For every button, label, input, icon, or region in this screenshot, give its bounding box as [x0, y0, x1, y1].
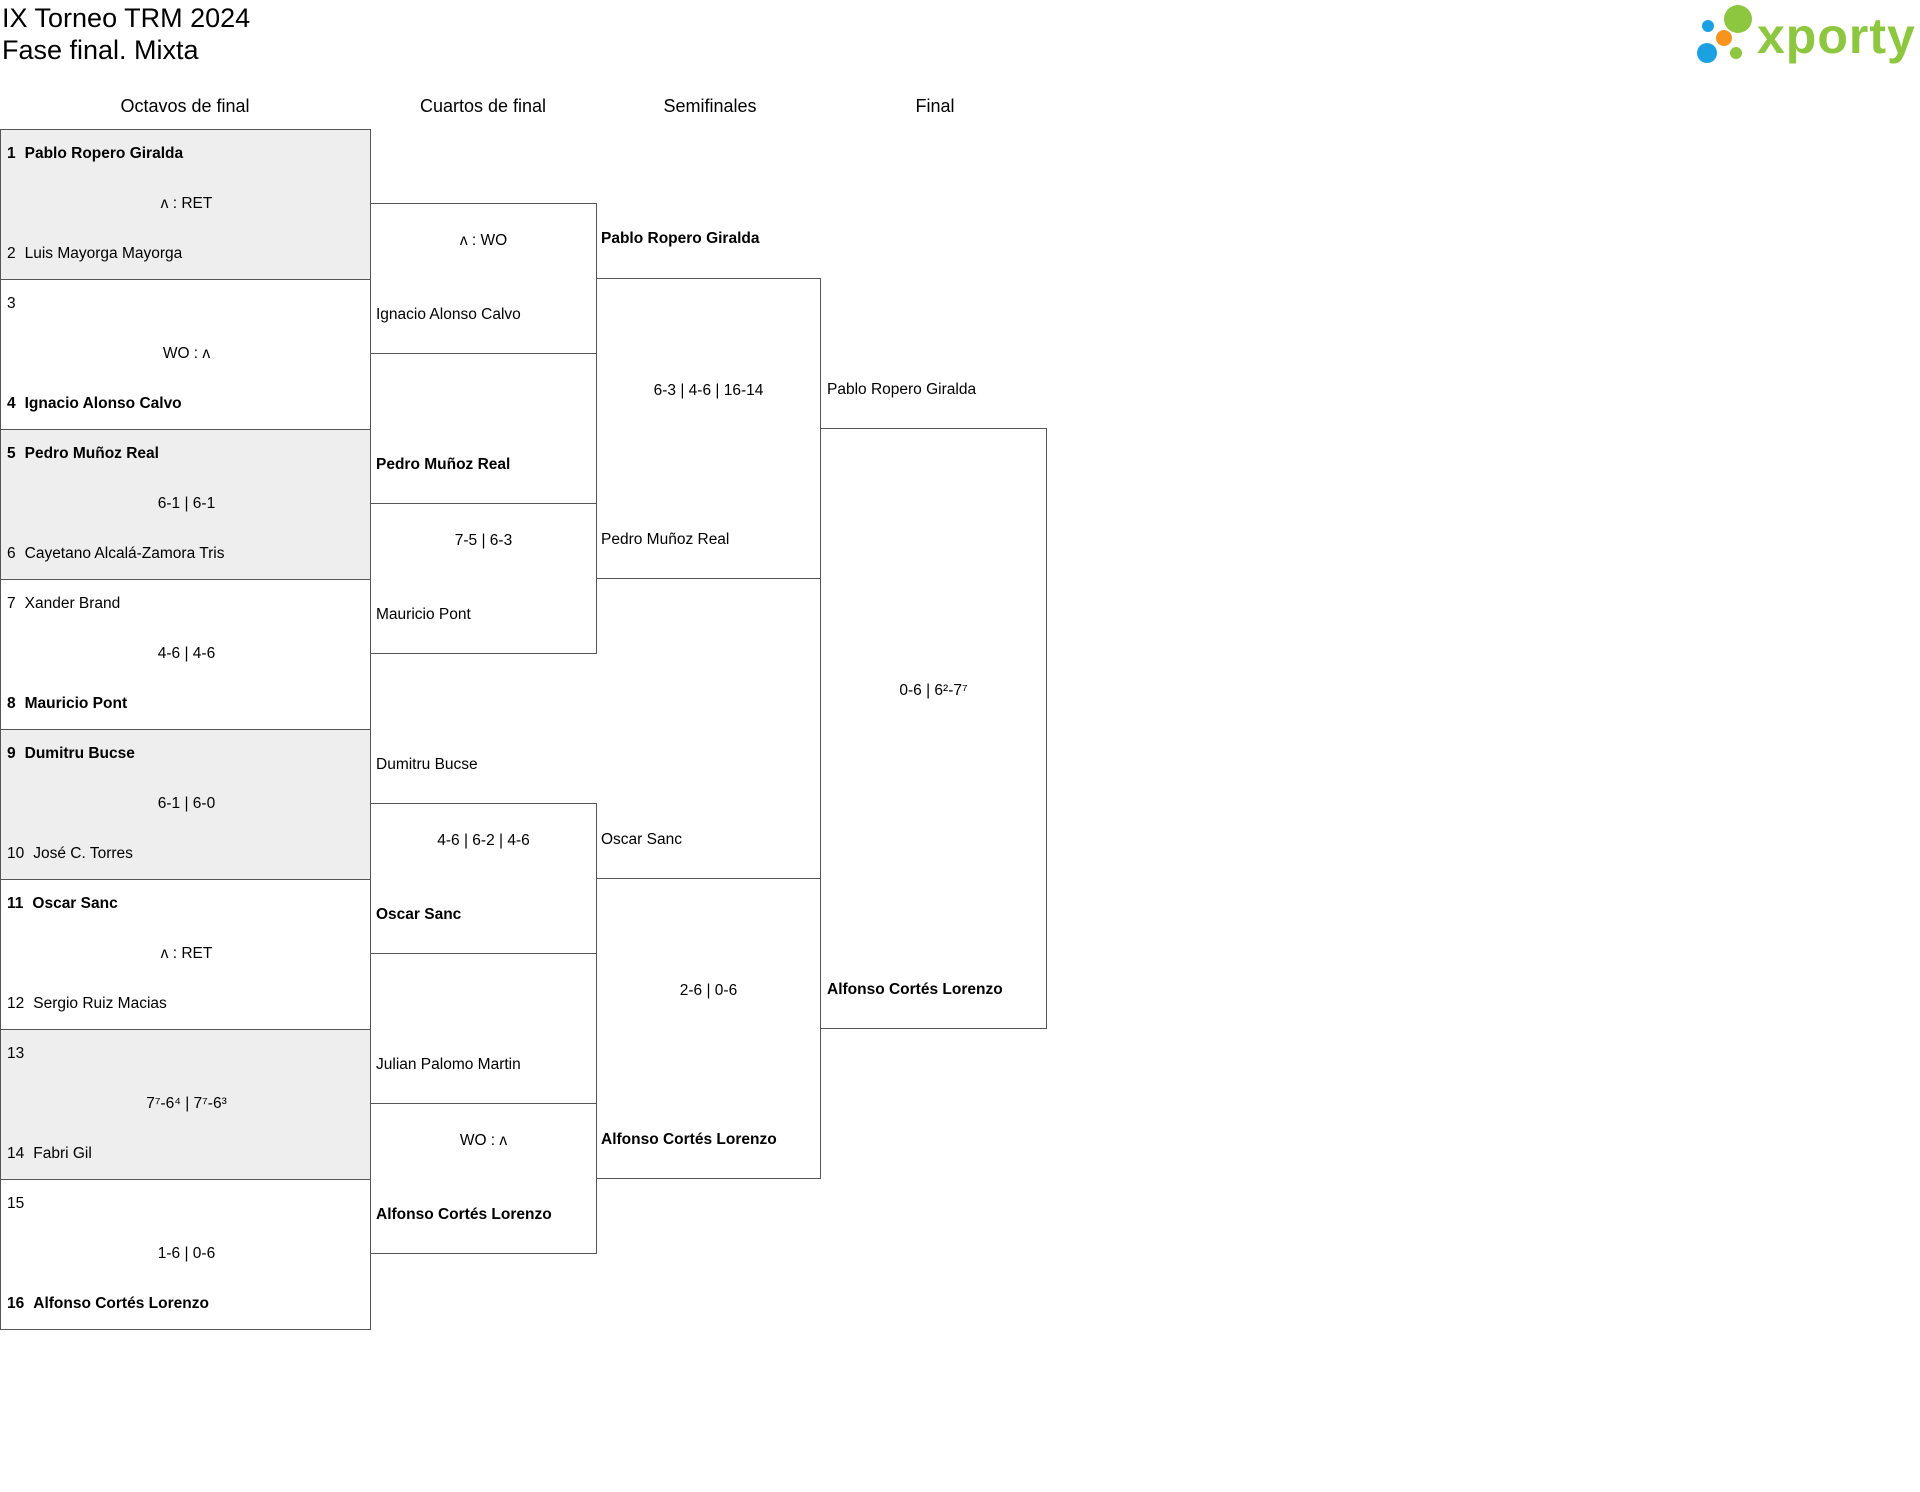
qf-m4-top[interactable]: Julian Palomo Martin — [376, 1056, 521, 1073]
final-score: 0-6 | 6²-7⁷ — [899, 682, 968, 699]
xporty-logo: xporty — [1695, 4, 1920, 68]
qf-m3-score: 4-6 | 6-2 | 4-6 — [437, 832, 530, 849]
sf-m1-score: 6-3 | 4-6 | 16-14 — [653, 382, 764, 399]
xporty-logo-icon — [1697, 5, 1752, 63]
sf-m2-top[interactable]: Oscar Sanc — [601, 831, 682, 848]
qf-m1-top[interactable]: Pablo Ropero Giralda — [601, 230, 760, 247]
r16-m8-score: 1-6 | 0-6 — [157, 1245, 216, 1262]
r16-m8-top[interactable]: 15 — [7, 1195, 25, 1212]
r16-m7-top[interactable]: 13 — [7, 1045, 25, 1062]
r16-m1-score: ᴧ : RET — [160, 195, 213, 212]
qf-match-1-connector — [370, 203, 597, 354]
round-title-qf: Cuartos de final — [419, 96, 547, 116]
qf-m1-bottom[interactable]: Ignacio Alonso Calvo — [376, 306, 521, 323]
r16-m3-score: 6-1 | 6-1 — [157, 495, 216, 512]
r16-m2-score: WO : ᴧ — [162, 345, 211, 362]
final-top[interactable]: Pablo Ropero Giralda — [827, 381, 977, 398]
r16-m2-top[interactable]: 3 — [7, 295, 16, 312]
sf-m1-bottom[interactable]: Pedro Muñoz Real — [601, 531, 730, 548]
qf-match-4-connector — [370, 1103, 597, 1254]
final-bottom[interactable]: Alfonso Cortés Lorenzo — [827, 981, 1003, 998]
qf-m2-score: 7-5 | 6-3 — [454, 532, 513, 549]
logo-wordmark: xporty — [1757, 8, 1916, 64]
sf-m2-bottom[interactable]: Alfonso Cortés Lorenzo — [601, 1131, 777, 1148]
r16-m4-score: 4-6 | 4-6 — [157, 645, 216, 662]
qf-m4-bottom[interactable]: Alfonso Cortés Lorenzo — [376, 1206, 552, 1223]
qf-m2-bottom[interactable]: Mauricio Pont — [376, 606, 471, 623]
sf-match-2-connector — [596, 878, 821, 1179]
round-title-final: Final — [915, 96, 955, 116]
sf-m2-score: 2-6 | 0-6 — [679, 982, 738, 999]
qf-match-2-connector — [370, 503, 597, 654]
tournament-title: IX Torneo TRM 2024 — [2, 3, 251, 33]
qf-m4-score: WO : ᴧ — [459, 1132, 508, 1149]
qf-m3-bottom[interactable]: Oscar Sanc — [376, 906, 462, 923]
qf-m1-score: ᴧ : WO — [459, 232, 508, 249]
r16-m5-score: 6-1 | 6-0 — [157, 795, 216, 812]
qf-m2-top[interactable]: Pedro Muñoz Real — [376, 456, 511, 473]
qf-match-3-connector — [370, 803, 597, 954]
qf-m3-top[interactable]: Dumitru Bucse — [376, 756, 478, 773]
phase-subtitle: Fase final. Mixta — [2, 35, 199, 65]
r16-m7-score: 7⁷-6⁴ | 7⁷-6³ — [146, 1095, 227, 1112]
final-match-connector — [820, 428, 1047, 1029]
r16-m6-score: ᴧ : RET — [160, 945, 213, 962]
round-title-sf: Semifinales — [663, 96, 757, 116]
round-title-r16: Octavos de final — [120, 96, 250, 116]
sf-match-1-connector — [596, 278, 821, 579]
